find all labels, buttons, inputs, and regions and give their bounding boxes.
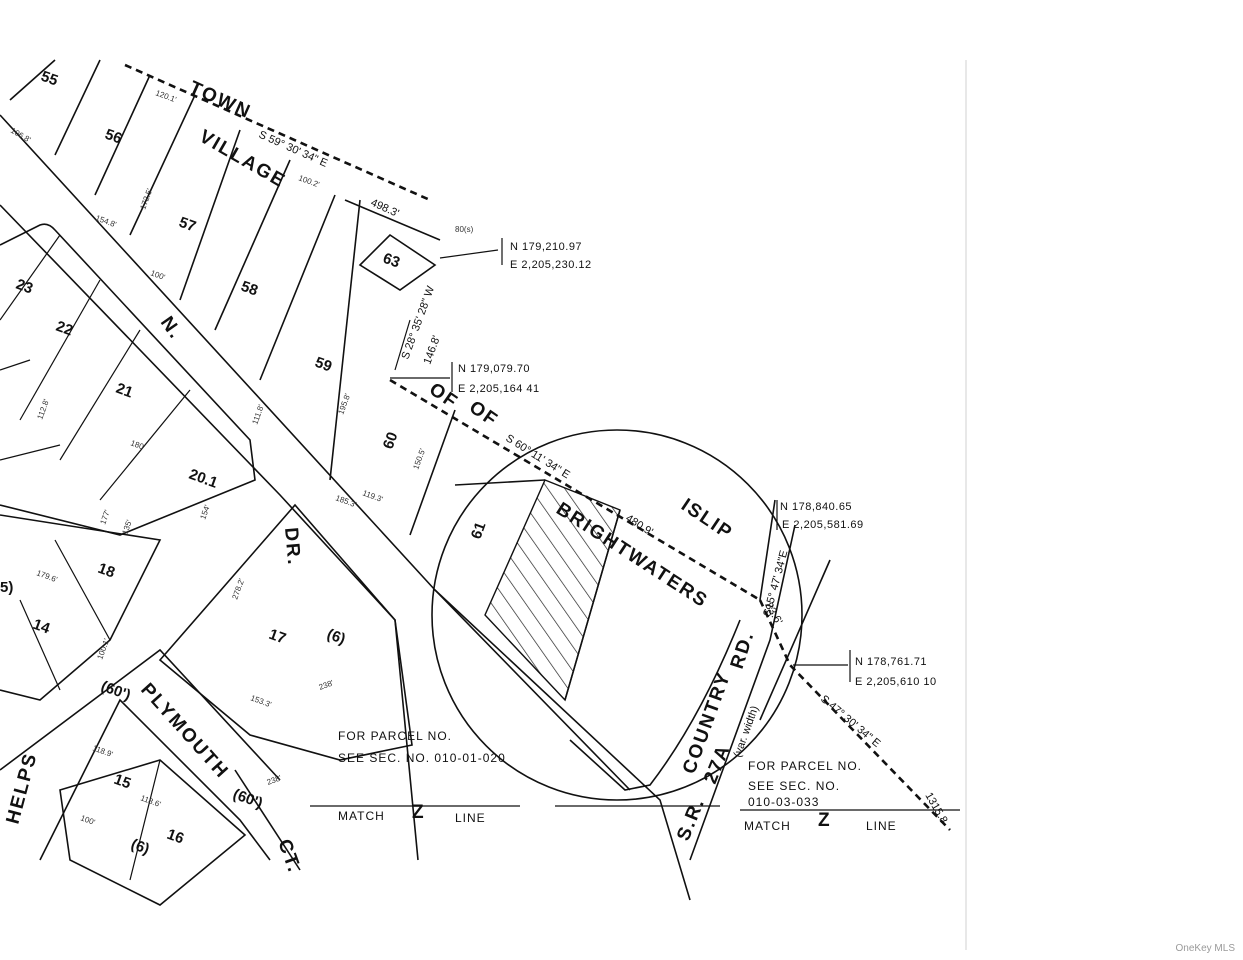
- coord-3-n: N 178,840.65: [780, 501, 852, 513]
- label-n: N.: [156, 313, 186, 344]
- label-of-2: OF: [465, 397, 502, 432]
- dim-17: 111.8': [250, 403, 266, 426]
- dim-34: 100': [79, 813, 97, 827]
- dim-28: 100.1': [95, 637, 111, 661]
- match-left: MATCH: [338, 809, 385, 823]
- coord-4-e: E 2,205,610 10: [855, 676, 937, 688]
- lot-22: 22: [54, 318, 75, 340]
- label-dr: DR.: [280, 527, 304, 567]
- note-right-3: 010-03-033: [748, 795, 819, 809]
- note-left-1: FOR PARCEL NO.: [338, 729, 452, 743]
- lot-16: 16: [165, 826, 186, 848]
- lot-17: 17: [267, 626, 288, 648]
- label-islip: ISLIP: [677, 495, 736, 545]
- dim-14: 150.5': [411, 447, 427, 471]
- match-left-z: Z: [412, 802, 426, 823]
- match-right-line: LINE: [866, 819, 897, 833]
- dim-27: 179.6': [35, 568, 59, 584]
- dim-10: 1315.8: [922, 791, 949, 826]
- dim-20: 120.1': [154, 88, 178, 104]
- dim-30: 153.3': [249, 693, 273, 709]
- label-phelps: HELPS: [3, 750, 42, 826]
- dim-5: S 60° 11' 34" E: [503, 432, 571, 481]
- lot-57: 57: [177, 214, 198, 236]
- dim-16: 106.8': [9, 126, 33, 145]
- subject-parcel: [484, 479, 621, 702]
- match-lines: [310, 805, 960, 811]
- note-left-2: SEE SEC. NO. 010-01-020: [338, 751, 506, 765]
- subject-area: [431, 429, 831, 861]
- dim-13: 119.3': [361, 488, 384, 504]
- watermark: OneKey MLS: [1175, 943, 1235, 954]
- lot-5: 5): [0, 579, 13, 596]
- dim-29: 278.2': [230, 577, 246, 601]
- label-town: TOWN: [186, 77, 255, 123]
- match-right: MATCH: [744, 819, 791, 833]
- lot-56: 56: [103, 126, 124, 148]
- dim-22: 112.8': [35, 397, 51, 420]
- dim-4: 146.8': [422, 334, 443, 366]
- coord-1-n: N 179,210.97: [510, 241, 582, 253]
- dim-18: 172.5': [138, 187, 154, 211]
- dim-33: 118.6': [139, 793, 162, 809]
- label-ct: CT.: [273, 837, 305, 877]
- town-village-boundary: [124, 63, 951, 831]
- dim-12: 100.2': [297, 173, 321, 189]
- coord-2-n: N 179,079.70: [458, 363, 530, 375]
- dim-24: 177': [98, 508, 112, 526]
- lot-60: 60: [380, 430, 402, 451]
- dim-35: 238': [266, 773, 284, 787]
- coord-1-e: E 2,205,230.12: [510, 259, 592, 271]
- upper-lots: [9, 59, 456, 536]
- main-road: [0, 114, 691, 901]
- label-of-1: OF: [425, 379, 462, 414]
- dim-23: 180': [129, 438, 147, 452]
- dim-26: 154': [198, 503, 212, 521]
- lot-59: 59: [313, 354, 334, 376]
- coordinate-ticks: [390, 238, 851, 682]
- coord-4-n: N 178,761.71: [855, 656, 927, 668]
- label-rd: RD.: [727, 628, 759, 671]
- note-right-2: SEE SEC. NO.: [748, 779, 840, 793]
- dim-36: 80(s): [455, 225, 474, 234]
- lower-left-block: [0, 514, 162, 701]
- match-left-line: LINE: [455, 811, 486, 825]
- lot-61: 61: [468, 520, 490, 541]
- note-right-1: FOR PARCEL NO.: [748, 759, 862, 773]
- lot-58: 58: [239, 278, 260, 300]
- lot-63: 63: [381, 250, 402, 272]
- lot-20-1: 20.1: [187, 466, 220, 492]
- coord-3-e: E 2,205,581.69: [782, 519, 864, 531]
- plymouth-ct: [0, 648, 301, 906]
- lot-21: 21: [114, 380, 135, 402]
- label-ct-width: (60'): [231, 786, 265, 812]
- dim-31: 238': [318, 678, 336, 692]
- coord-2-e: E 2,205,164 41: [458, 383, 540, 395]
- lot-14: 14: [31, 616, 53, 638]
- dim-9: S 47° 30' 34" E: [818, 693, 882, 750]
- dim-6: 480.9': [623, 512, 654, 538]
- lot-6b: (6): [129, 836, 152, 858]
- dim-25: 135': [120, 518, 134, 536]
- dim-19: 154.8': [94, 213, 118, 229]
- match-right-z: Z: [818, 810, 832, 831]
- lot-23: 23: [14, 276, 35, 298]
- lot-17-block: [158, 503, 413, 761]
- lot-18: 18: [96, 560, 117, 582]
- dim-32: 118.9': [91, 743, 114, 759]
- dim-11: 185.3': [334, 493, 358, 509]
- label-plymouth-width: (60'): [99, 678, 133, 704]
- lot-55: 55: [39, 68, 60, 90]
- lot-15: 15: [112, 771, 133, 793]
- left-block: [0, 223, 256, 536]
- lot-6a: (6): [325, 626, 348, 648]
